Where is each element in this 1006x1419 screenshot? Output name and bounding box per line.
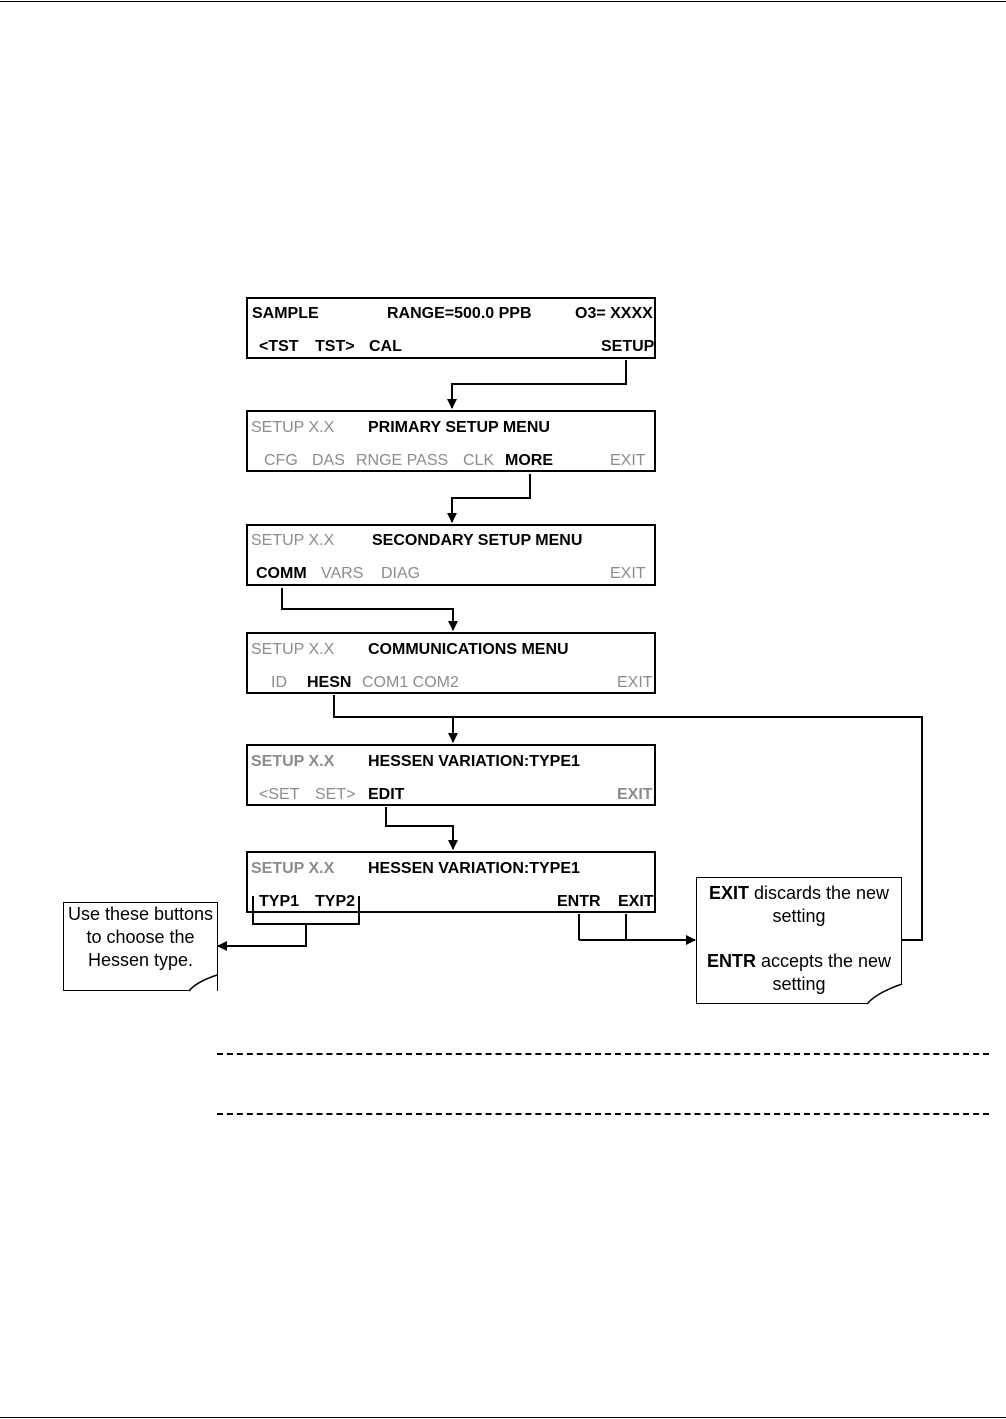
diag-button[interactable]: DIAG [381,565,421,582]
bracket-typ-buttons [252,896,360,925]
arrow-setup-to-primary [447,360,627,409]
edit-button[interactable]: EDIT [368,786,405,803]
screen-sample: SAMPLE RANGE=500.0 PPB O3= XXXX <TST TST… [246,297,656,359]
cal-button[interactable]: CAL [369,338,402,355]
exit-button[interactable]: EXIT [617,786,653,803]
setup-version-label: SETUP X.X [251,532,335,549]
arrow-comm-to-communications [281,588,458,631]
id-button[interactable]: ID [271,674,287,691]
note-choose-hessen-type: Use these buttons to choose the Hessen t… [63,902,218,991]
vars-button[interactable]: VARS [321,565,364,582]
hesn-button[interactable]: HESN [307,674,352,691]
note-fold-corner [188,974,218,992]
entr-button[interactable]: ENTR [557,893,601,910]
com-buttons[interactable]: COM1 COM2 [362,674,459,691]
rnge-pass-button[interactable]: RNGE PASS [356,452,449,469]
typ1-button[interactable]: TYP1 [259,893,300,910]
exit-button[interactable]: EXIT [610,565,646,582]
set-next-button[interactable]: SET> [315,786,356,803]
tst-next-button[interactable]: TST> [315,338,355,355]
screen-primary-setup: SETUP X.X PRIMARY SETUP MENU CFG DAS RNG… [246,410,656,472]
exit-button[interactable]: EXIT [617,674,653,691]
note-fold-corner [866,983,903,1005]
hessen-variation-title: HESSEN VARIATION:TYPE1 [368,753,580,770]
arrow-more-to-secondary [447,474,531,523]
note-text: Use these buttons to choose the Hessen t… [67,904,214,970]
more-button[interactable]: MORE [505,452,553,469]
setup-version-label: SETUP X.X [251,753,335,770]
screen-communications: SETUP X.X COMMUNICATIONS MENU ID HESN CO… [246,632,656,694]
set-prev-button[interactable]: <SET [259,786,300,803]
note-entr-line: ENTR accepts the new setting [706,951,892,994]
note-exit-entr: EXIT discards the new setting ENTR accep… [696,877,902,1004]
setup-version-label: SETUP X.X [251,860,335,877]
primary-setup-title: PRIMARY SETUP MENU [368,419,550,436]
note-exit-line: EXIT discards the new setting [708,883,890,926]
hessen-variation-title: HESSEN VARIATION:TYPE1 [368,860,580,877]
bottom-rule [0,1417,1006,1418]
screen-hessen-type: SETUP X.X HESSEN VARIATION:TYPE1 TYP1 TY… [246,851,656,913]
arrow-typ-to-note [217,924,307,951]
das-button[interactable]: DAS [312,452,345,469]
setup-version-label: SETUP X.X [251,419,335,436]
comm-button[interactable]: COMM [256,565,307,582]
setup-version-label: SETUP X.X [251,641,335,658]
screen-hessen-variation: SETUP X.X HESSEN VARIATION:TYPE1 <SET SE… [246,744,656,806]
cfg-button[interactable]: CFG [264,452,298,469]
screen-secondary-setup: SETUP X.X SECONDARY SETUP MENU COMM VARS… [246,524,656,586]
top-rule [0,1,1006,2]
clk-button[interactable]: CLK [463,452,495,469]
tst-prev-button[interactable]: <TST [259,338,299,355]
arrow-edit-to-type [385,807,458,850]
typ2-button[interactable]: TYP2 [315,893,356,910]
dashed-separator-bottom [217,1113,989,1115]
secondary-setup-title: SECONDARY SETUP MENU [372,532,583,549]
line-return-from-note [453,716,923,941]
arrow-hesn-to-hessen [333,695,458,743]
dashed-separator-top [217,1053,989,1055]
exit-button[interactable]: EXIT [618,893,654,910]
sample-mode-label: SAMPLE [252,305,319,322]
communications-title: COMMUNICATIONS MENU [368,641,569,658]
o3-readout: O3= XXXX [575,305,653,322]
setup-button[interactable]: SETUP [601,338,655,355]
exit-button[interactable]: EXIT [610,452,646,469]
range-readout: RANGE=500.0 PPB [387,305,532,322]
